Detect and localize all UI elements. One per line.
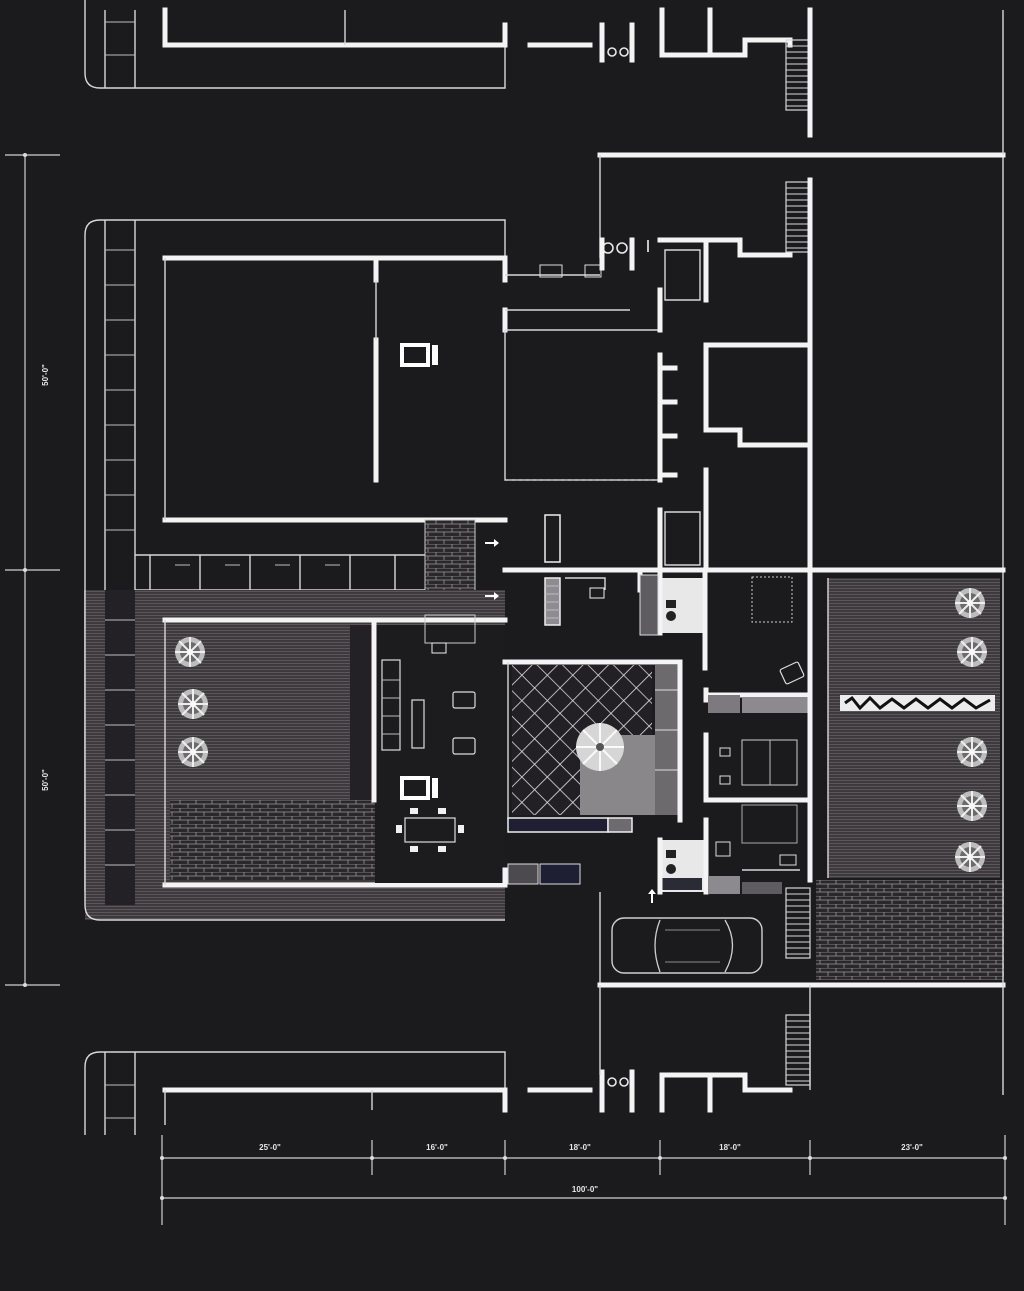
tree-icon: [177, 736, 209, 768]
dimension-label-segment-3: 18'-0": [569, 1143, 591, 1152]
unit-plan-outline: [84, 152, 1006, 906]
unit-bottom-partial: [84, 985, 1004, 1135]
tree-icon: [174, 636, 206, 668]
tree-icon: [954, 587, 986, 619]
tree-icon: [576, 723, 624, 771]
dimension-label-segment-4: 18'-0": [719, 1143, 741, 1152]
tree-icon: [177, 688, 209, 720]
dimension-lines: 50'-0" 50'-0" 25'-0" 16'-0" 18'-0" 18'-0…: [5, 153, 1007, 1225]
unit-highlighted: [84, 567, 1006, 988]
dimension-label-overall: 100'-0": [572, 1185, 598, 1194]
dimension-label-segment-2: 16'-0": [426, 1143, 448, 1152]
tree-icon: [956, 736, 988, 768]
dimension-label-segment-1: 25'-0": [259, 1143, 281, 1152]
dimension-label-segment-5: 23'-0": [901, 1143, 923, 1152]
unit-top-partial: [84, 0, 1004, 155]
dimension-label-vertical-lower: 50'-0": [41, 769, 50, 791]
dimension-label-vertical-upper: 50'-0": [41, 364, 50, 386]
tree-icon: [956, 790, 988, 822]
car-icon: [611, 917, 763, 974]
tree-icon: [956, 636, 988, 668]
tree-icon: [954, 841, 986, 873]
